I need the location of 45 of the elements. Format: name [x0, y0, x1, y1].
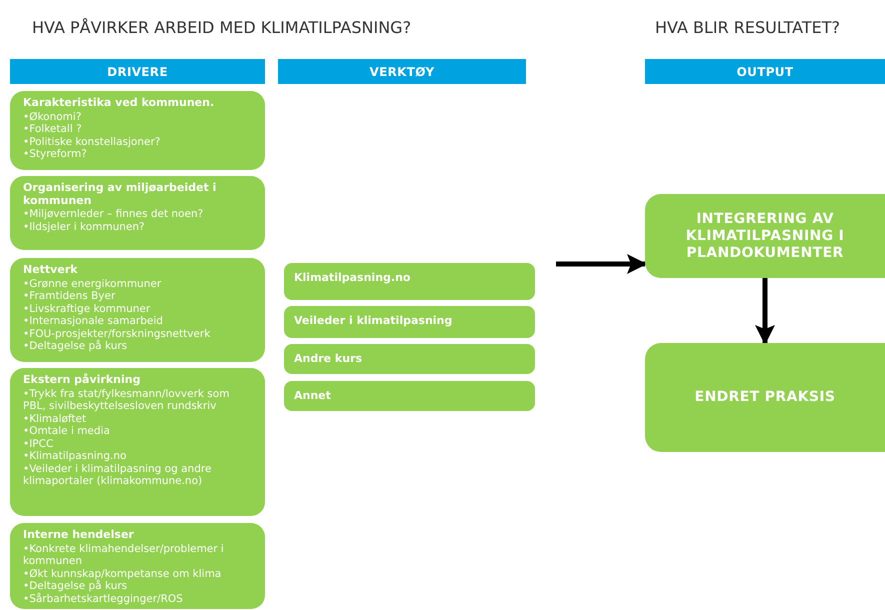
column-header-bar: VERKTØY [278, 59, 526, 84]
box-heading: Karakteristika ved kommunen. [23, 97, 216, 110]
bullet-item: •Sårbarhetskartlegginger/ROS [23, 592, 184, 605]
bullet-item: •Styreform? [23, 148, 88, 160]
arrow [556, 254, 647, 274]
bullet-item: •Klimatilpasning.no [23, 450, 128, 462]
section-heading: HVA BLIR RESULTATET? [655, 17, 840, 39]
tool-box: Klimatilpasning.no [284, 263, 535, 300]
bullet-item: •Veileder i klimatilpasning og andre klimaportaler (klimakommune.no) [23, 462, 212, 488]
tool-box: Andre kurs [284, 344, 535, 374]
bullet-item: •Konkrete klimahendelser/problemer i kommunen [23, 542, 225, 568]
bullet-item: •Politiske konstellasjoner? [23, 136, 162, 148]
bullet-item: •IPCC [23, 438, 54, 450]
driver-box [10, 176, 265, 250]
box-heading: Interne hendelser [23, 529, 135, 542]
driver-box [10, 91, 265, 170]
output-box: ENDRET PRAKSIS [645, 343, 885, 452]
bullet-item: •Ildsjeler i kommunen? [23, 220, 146, 233]
bullet-item: •Deltagelse på kurs [23, 580, 128, 592]
output-box: INTEGRERING AV KLIMATILPASNING I PLANDOKUMENTER [645, 194, 885, 278]
box-heading: Organisering av miljøarbeidet i kommunen [23, 182, 218, 207]
driver-box [10, 258, 265, 362]
bullet-item: •Trykk fra stat/fylkesmann/lovverk som PBL, sivilbeskyttelsesloven rundskriv [23, 388, 230, 412]
bullet-item: •Omtale i media [23, 425, 111, 438]
box-heading: Nettverk [23, 264, 79, 276]
arrow [755, 278, 775, 345]
column-header-bar: DRIVERE [10, 59, 265, 84]
tool-box: Veileder i klimatilpasning [284, 306, 535, 338]
column-header-bar: OUTPUT [645, 59, 885, 84]
driver-box [10, 368, 265, 516]
driver-box [10, 523, 265, 609]
bullet-item: •Livskraftige kommuner [23, 302, 152, 315]
bullet-item: •Økt kunnskap/kompetanse om klima [23, 568, 222, 580]
bullet-item: •Grønne energikommuner [23, 278, 162, 290]
bullet-item: •Klimaløftet [23, 412, 88, 425]
bullet-item: •Internasjonale samarbeid [23, 315, 164, 328]
section-heading: HVA PÅVIRKER ARBEID MED KLIMATILPASNING? [32, 17, 412, 39]
bullet-item: •Økonomi? [23, 110, 82, 123]
bullet-item: •Deltagelse på kurs [23, 340, 128, 352]
tool-box: Annet [284, 381, 535, 411]
bullet-item: •Miljøvernleder – finnes det noen? [23, 208, 204, 220]
bullet-item: •FOU-prosjekter/forskningsnettverk [23, 328, 212, 340]
bullet-item: •Folketall ? [23, 123, 83, 136]
bullet-item: •Framtidens Byer [23, 290, 116, 302]
box-heading: Ekstern påvirkning [23, 374, 142, 386]
